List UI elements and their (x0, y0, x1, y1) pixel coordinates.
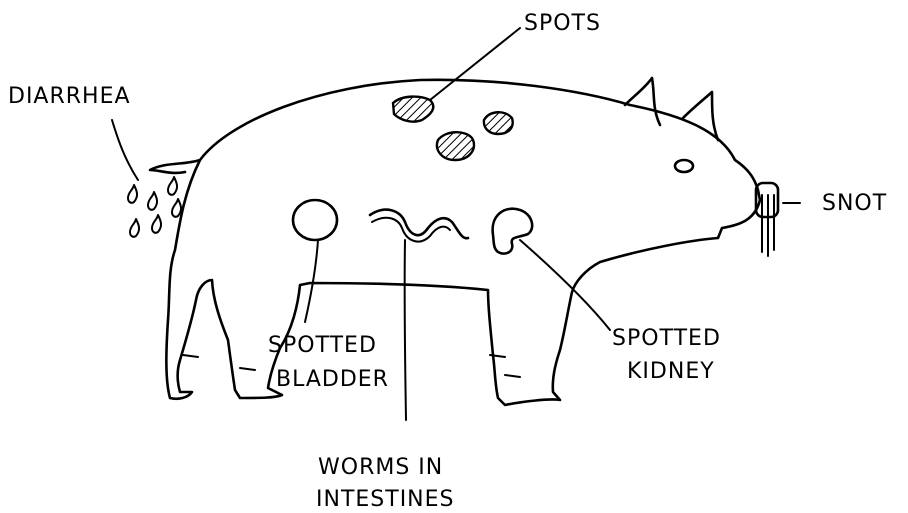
intestines (370, 210, 468, 239)
diarrhea-drops (128, 177, 181, 237)
kidney (493, 209, 533, 254)
spot-1 (393, 97, 433, 122)
leader-kidney (520, 240, 610, 330)
label-spotted-kidney-1: SPOTTED (612, 326, 721, 351)
eye (675, 160, 693, 172)
bladder (293, 200, 337, 240)
snout-drips (762, 195, 774, 256)
leader-worms (405, 240, 406, 420)
ear-back (625, 78, 660, 125)
ear-front (683, 92, 718, 140)
label-spots: SPOTS (524, 11, 601, 36)
spot-2 (484, 112, 513, 134)
pig-body-outline (166, 80, 760, 405)
label-spotted-kidney-2: KIDNEY (627, 359, 715, 384)
label-snot: SNOT (822, 191, 887, 216)
label-worms-2: INTESTINES (316, 487, 455, 512)
leader-spots (430, 28, 520, 100)
leader-diarrhea (112, 120, 138, 180)
label-spotted-bladder-1: SPOTTED (268, 333, 377, 358)
intestines-inner (372, 218, 450, 242)
label-spotted-bladder-2: BLADDER (276, 367, 389, 392)
leader-bladder (305, 240, 318, 322)
spot-3 (437, 132, 474, 160)
label-worms-1: WORMS IN (318, 455, 443, 480)
label-diarrhea: DIARRHEA (8, 84, 131, 109)
tail (150, 160, 200, 173)
